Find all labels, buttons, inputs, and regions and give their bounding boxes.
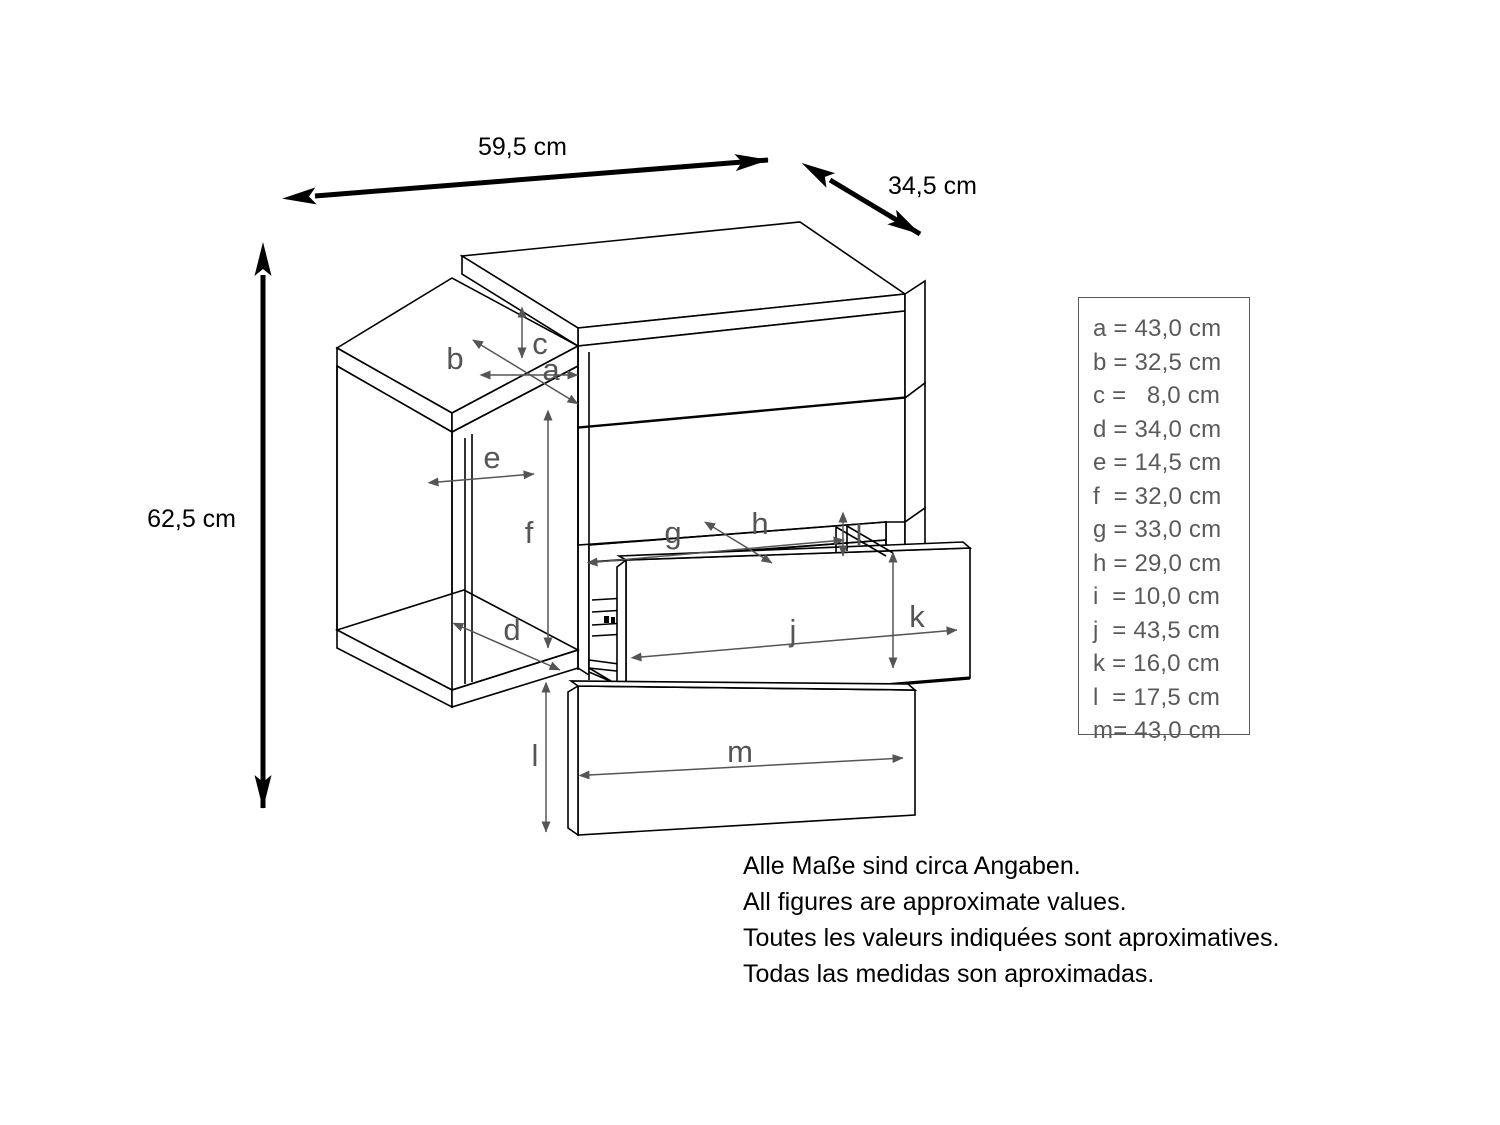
overall-width-dimension: 59,5 cm bbox=[282, 133, 769, 205]
dimension-j: j bbox=[630, 613, 958, 662]
dimension-a: a bbox=[479, 352, 579, 387]
legend-entry-m: m= 43,0 cm bbox=[1093, 717, 1222, 744]
legend-entry-l: l = 17,5 cm bbox=[1093, 683, 1221, 711]
cabinet-middle-face bbox=[577, 381, 926, 546]
legend-entry-g: g = 33,0 cm bbox=[1093, 516, 1222, 543]
dimension-e: e bbox=[427, 440, 535, 487]
dimension-legend: a = 43,0 cm b = 32,5 cm c = 8,0 cm d = 3… bbox=[1078, 297, 1250, 744]
legend-entry-b: b = 32,5 cm bbox=[1093, 348, 1222, 376]
dimension-d: d bbox=[452, 612, 561, 671]
approximate-values-note: Alle Maße sind circa Angaben. All figure… bbox=[743, 848, 1443, 992]
dimension-f-label: f bbox=[525, 515, 534, 550]
legend-entry-f: f = 32,0 cm bbox=[1093, 482, 1222, 510]
legend-entry-c: c = 8,0 cm bbox=[1093, 382, 1221, 409]
note-line-es: Todas las medidas son aproximadas. bbox=[743, 960, 1155, 988]
dimension-l: l bbox=[532, 681, 551, 833]
dimension-k: k bbox=[888, 551, 925, 669]
dimension-legend-list: a = 43,0 cm b = 32,5 cm c = 8,0 cm d = 3… bbox=[1079, 312, 1249, 748]
legend-entry-j: j = 43,5 cm bbox=[1093, 616, 1221, 644]
dimension-b-label: b bbox=[446, 341, 463, 376]
legend-entry-k: k = 16,0 cm bbox=[1093, 650, 1220, 677]
note-line-en: All figures are approximate values. bbox=[743, 888, 1127, 916]
dimension-h-label: h bbox=[751, 506, 768, 541]
overall-depth-dimension: 34,5 cm bbox=[801, 163, 977, 237]
dimension-h: h bbox=[704, 506, 773, 564]
legend-entry-a: a = 43,0 cm bbox=[1093, 315, 1222, 342]
dimension-m: m bbox=[578, 734, 904, 780]
dimension-m-label: m bbox=[727, 734, 753, 769]
dimension-i: l bbox=[838, 511, 863, 557]
legend-entry-h: h = 29,0 cm bbox=[1093, 549, 1222, 577]
dimension-g-label: g bbox=[664, 515, 681, 550]
overall-height-dimension: 62,5 cm bbox=[147, 242, 272, 809]
note-line-fr: Toutes les valeurs indiquées sont aproxi… bbox=[743, 924, 1280, 952]
dimension-a-label: a bbox=[542, 352, 560, 387]
dimension-i-label: l bbox=[856, 517, 863, 552]
dimension-f: f bbox=[525, 409, 553, 649]
dimension-e-label: e bbox=[483, 440, 500, 475]
overall-width-label: 59,5 cm bbox=[478, 133, 567, 161]
overall-depth-label: 34,5 cm bbox=[888, 172, 977, 200]
legend-entry-d: d = 34,0 cm bbox=[1093, 415, 1222, 443]
legend-entry-i: i = 10,0 cm bbox=[1093, 583, 1221, 610]
dimension-c-label: c bbox=[532, 326, 548, 361]
legend-entry-e: e = 14,5 cm bbox=[1093, 449, 1222, 476]
dimension-j-label: j bbox=[789, 613, 797, 648]
dimension-l-label: l bbox=[532, 738, 539, 773]
cabinet-top-slab bbox=[459, 221, 908, 348]
dimension-d-label: d bbox=[503, 612, 520, 647]
dimension-k-label: k bbox=[909, 599, 925, 634]
overall-height-label: 62,5 cm bbox=[147, 505, 236, 533]
note-line-de: Alle Maße sind circa Angaben. bbox=[743, 852, 1081, 880]
dimension-c: c bbox=[517, 306, 548, 361]
